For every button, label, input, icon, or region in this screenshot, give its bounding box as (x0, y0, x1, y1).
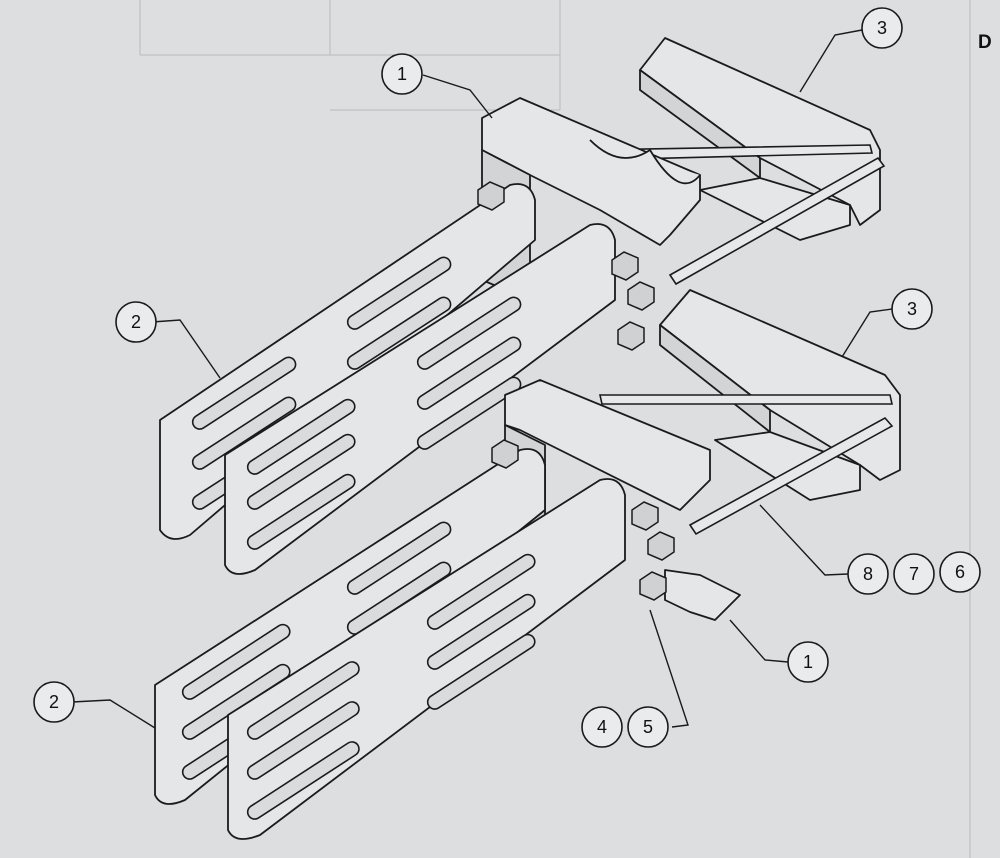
slotted-plate-2-upper-front (224, 223, 616, 575)
callout-2-lower-label: 2 (49, 692, 59, 712)
callout-1-bottom: 1 (787, 641, 829, 683)
callout-6: 6 (939, 551, 981, 593)
bracket-1-bottom (664, 569, 741, 621)
callout-2-upper: 2 (115, 301, 157, 343)
callout-5: 5 (627, 706, 669, 748)
callout-1-top: 1 (381, 53, 423, 95)
callout-3-top-label: 3 (877, 18, 887, 38)
callout-8-label: 8 (863, 564, 873, 584)
lower-assembly (154, 289, 901, 840)
callout-7-label: 7 (909, 564, 919, 584)
callout-3-mid: 3 (891, 288, 933, 330)
title-block-grid (139, 0, 971, 858)
threaded-rods-top (589, 144, 886, 286)
callout-1-bottom-label: 1 (803, 652, 813, 672)
channel-3-mid (659, 289, 901, 501)
callout-4-label: 4 (597, 717, 607, 737)
nuts-lower (491, 439, 675, 601)
callout-5-label: 5 (643, 717, 653, 737)
callout-8: 8 (847, 553, 889, 595)
sheet-corner-letter: D (978, 32, 992, 53)
nuts-upper (477, 181, 655, 351)
callout-2-upper-label: 2 (131, 312, 141, 332)
callout-1-top-label: 1 (397, 64, 407, 84)
callout-6-label: 6 (955, 562, 965, 582)
callout-3-top: 3 (861, 7, 903, 49)
callout-3-mid-label: 3 (907, 299, 917, 319)
callout-7: 7 (893, 553, 935, 595)
slotted-plate-2-lower-front (227, 478, 626, 840)
callout-4: 4 (581, 706, 623, 748)
upper-assembly (159, 37, 886, 575)
leader-lines (71, 29, 893, 729)
callout-2-lower: 2 (33, 681, 75, 723)
threaded-rods-mid (599, 394, 894, 536)
